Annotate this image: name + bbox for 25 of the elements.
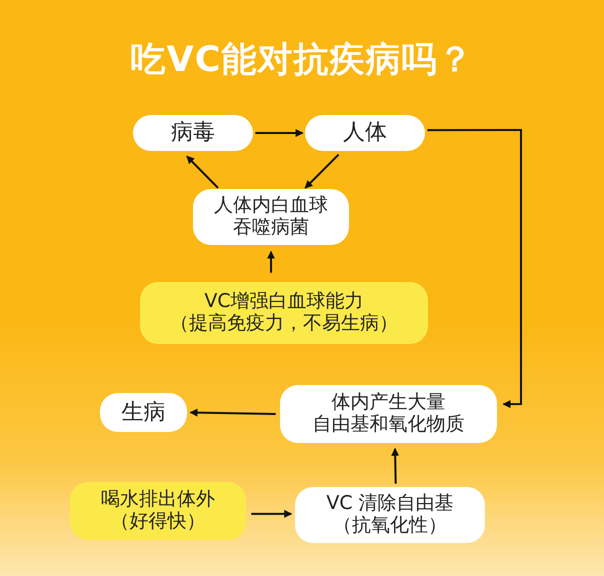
rounded-box xyxy=(305,115,425,151)
arrow xyxy=(251,510,292,518)
rounded-box xyxy=(280,385,497,443)
node-label: VC增强白血球能力（提高免疫力，不易生病） xyxy=(170,291,398,335)
node-label: 体内产生大量自由基和氧化物质 xyxy=(312,392,464,436)
node-label: 喝水排出体外（好得快） xyxy=(101,489,215,533)
node-label: VC 清除自由基（抗氧化性） xyxy=(326,493,454,537)
arrow xyxy=(189,408,276,417)
rounded-box xyxy=(70,482,246,540)
node-label: 人体内白血球吞噬病菌 xyxy=(214,195,328,239)
node-label: 病毒 xyxy=(171,120,215,146)
title: 吃VC能对抗疾病吗？ xyxy=(130,39,474,82)
node-label: 人体 xyxy=(343,120,387,146)
node-label: 生病 xyxy=(122,400,166,426)
rounded-box xyxy=(295,487,485,543)
arrow xyxy=(255,129,304,137)
rounded-box xyxy=(140,282,428,344)
arrow xyxy=(186,156,219,189)
arrow xyxy=(427,129,522,408)
arrow xyxy=(391,448,400,484)
rounded-box xyxy=(193,189,349,245)
arrow xyxy=(304,154,340,189)
rounded-box xyxy=(133,115,253,151)
rounded-box xyxy=(100,393,187,432)
arrow xyxy=(267,250,276,273)
